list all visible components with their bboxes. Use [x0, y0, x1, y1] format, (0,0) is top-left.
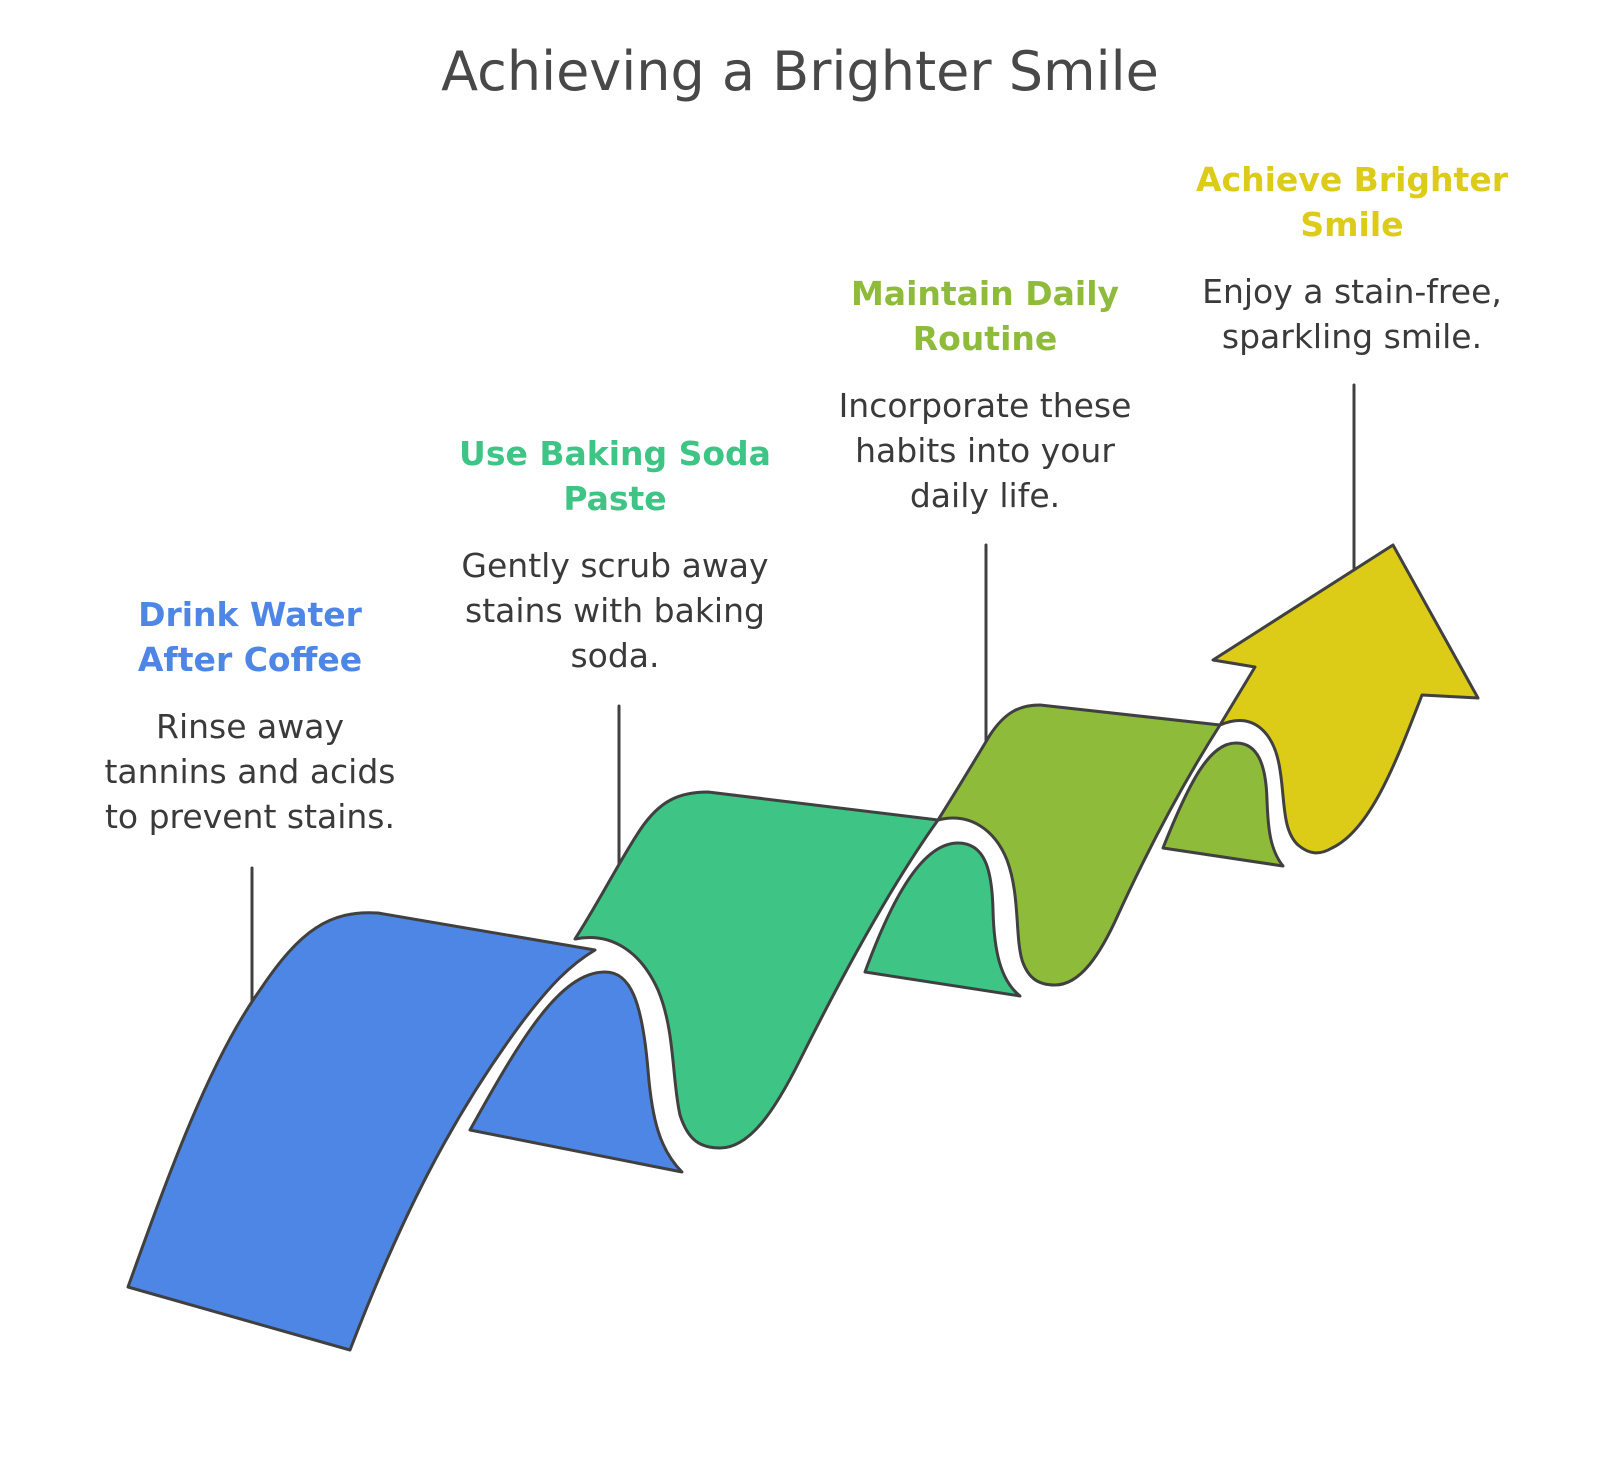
- ribbon-arrow-head: [1211, 543, 1480, 855]
- step-1-heading: Drink Water After Coffee: [137, 595, 363, 679]
- ribbon-segment-1: [126, 911, 597, 1352]
- ribbon-segment-3: [936, 703, 1222, 987]
- diagram-title: Achieving a Brighter Smile: [441, 40, 1159, 103]
- step-1: Drink Water After Coffee Rinse away tann…: [90, 592, 410, 839]
- step-2: Use Baking Soda Paste Gently scrub away …: [455, 431, 775, 678]
- step-3: Maintain Daily Routine Incorporate these…: [825, 271, 1145, 518]
- step-1-description: Rinse away tannins and acids to prevent …: [104, 707, 396, 836]
- step-4-heading: Achieve Brighter Smile: [1196, 160, 1508, 244]
- ribbon-segment-3-back: [1161, 741, 1285, 868]
- ribbon-segment-2-back: [863, 841, 1022, 998]
- step-3-heading: Maintain Daily Routine: [850, 274, 1120, 358]
- step-2-heading: Use Baking Soda Paste: [459, 434, 771, 518]
- step-4: Achieve Brighter Smile Enjoy a stain-fre…: [1192, 157, 1512, 359]
- ribbon-segment-2: [573, 790, 940, 1150]
- step-4-description: Enjoy a stain-free, sparkling smile.: [1202, 272, 1502, 356]
- step-2-description: Gently scrub away stains with baking sod…: [461, 546, 769, 675]
- ribbon-segment-1-back: [468, 970, 684, 1174]
- step-3-description: Incorporate these habits into your daily…: [838, 386, 1132, 515]
